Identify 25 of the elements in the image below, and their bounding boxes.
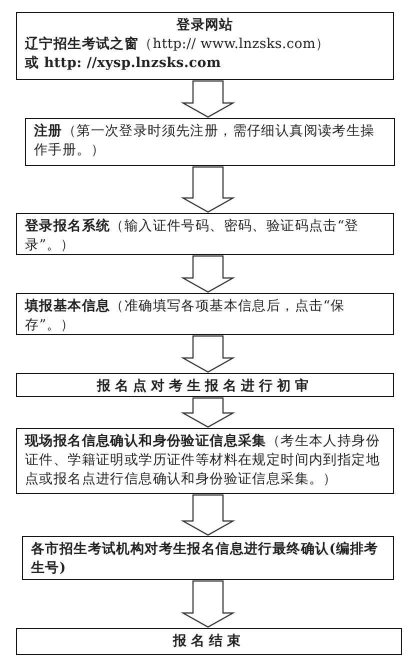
process-box (22, 536, 394, 580)
process-box (16, 213, 394, 255)
block-arrow (180, 335, 236, 373)
step-text: 报名点对考生报名进行初审 (96, 377, 314, 396)
process-box (25, 118, 395, 166)
step-text: 注册（第一次登录时须先注册，需仔细认真阅读考生操作手册。） (34, 122, 376, 160)
step-text: 现场报名信息确认和身份验证信息采集（考生本人持身份证件、学籍证明或学历证件等材料在规定时间内到指定地点或报名点进行信息确认和身份验证信息采集。） (25, 432, 382, 489)
process-box (16, 12, 394, 80)
process-box (16, 293, 394, 335)
box-heading: 登录网站 (175, 16, 234, 35)
block-arrow (180, 397, 236, 428)
step-text: 或 http: //xysp.lnzsks.com (25, 54, 222, 73)
step-text: 报名结束 (172, 632, 246, 651)
process-box (16, 428, 394, 494)
process-box (16, 373, 394, 397)
step-text: 登录报名系统（输入证件号码、密码、验证码点击“登录”。） (25, 217, 360, 255)
block-arrow (180, 494, 236, 536)
block-arrow (180, 255, 236, 293)
step-text: 辽宁招生考试之窗（http:// www.lnzsks.com） (25, 35, 331, 54)
block-arrow (180, 166, 236, 213)
step-text: 各市招生考试机构对考生报名信息进行最终确认(编排考生号) (31, 540, 380, 578)
block-arrow (180, 80, 236, 118)
block-arrow (180, 580, 236, 628)
process-box (16, 628, 402, 655)
step-text: 填报基本信息（准确填写各项基本信息后，点击“保存”。） (25, 297, 346, 335)
